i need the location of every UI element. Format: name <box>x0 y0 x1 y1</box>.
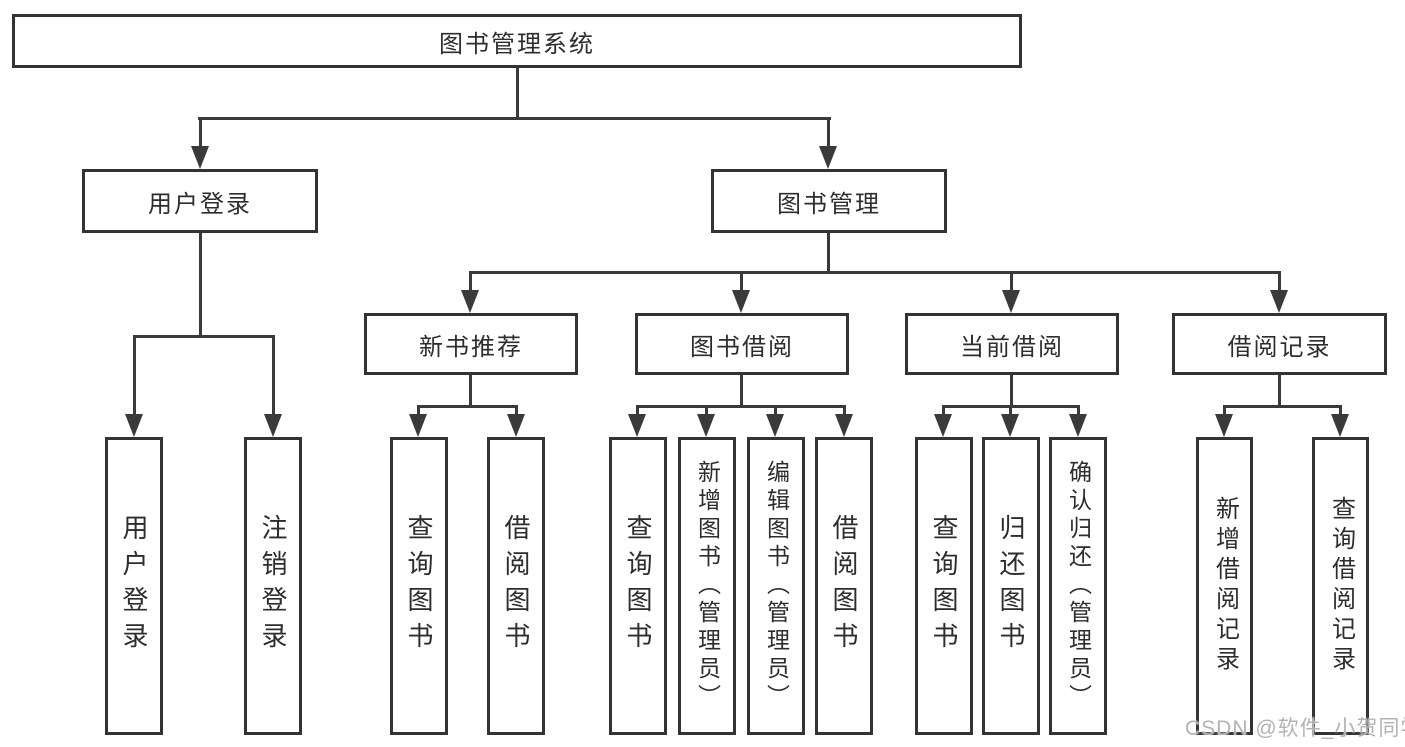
node-book-management: 图书管理 <box>711 169 947 233</box>
node-current-borrow: 当前借阅 <box>905 313 1119 375</box>
connector-line <box>1009 405 1012 418</box>
arrow-down-icon <box>1001 414 1019 437</box>
node-book-borrow: 图书借阅 <box>635 313 849 375</box>
arrow-down-icon <box>835 414 853 437</box>
arrow-down-icon <box>628 414 646 437</box>
arrow-down-icon <box>264 414 282 437</box>
leaf-edit-book-admin: 编辑图书（管理员） <box>747 437 805 735</box>
connector-line <box>1223 405 1226 418</box>
connector-line <box>1010 375 1013 407</box>
connector-line <box>827 233 830 273</box>
arrow-down-icon <box>1331 414 1349 437</box>
arrow-down-icon <box>1215 414 1233 437</box>
connector-line <box>199 117 202 148</box>
arrow-down-icon <box>125 414 143 437</box>
arrow-down-icon <box>461 290 479 313</box>
connector-line <box>133 335 275 338</box>
leaf-user-login: 用户登录 <box>105 437 163 735</box>
arrow-down-icon <box>1069 414 1087 437</box>
arrow-down-icon <box>697 414 715 437</box>
node-root: 图书管理系统 <box>12 14 1022 68</box>
connector-line <box>1278 375 1281 407</box>
leaf-query-books-3: 查询图书 <box>915 437 973 735</box>
leaf-query-books-2: 查询图书 <box>609 437 667 735</box>
connector-line <box>1010 271 1013 292</box>
arrow-down-icon <box>819 146 837 169</box>
arrow-down-icon <box>1002 290 1020 313</box>
leaf-add-borrow-record: 新增借阅记录 <box>1196 437 1253 735</box>
connector-line <box>469 375 472 407</box>
connector-line <box>774 405 777 418</box>
connector-line <box>272 335 275 416</box>
leaf-borrow-books-2: 借阅图书 <box>815 437 873 735</box>
connector-line <box>636 405 846 408</box>
arrow-down-icon <box>766 414 784 437</box>
node-user-login: 用户登录 <box>82 169 318 233</box>
arrow-down-icon <box>191 146 209 169</box>
connector-line <box>1077 405 1080 418</box>
connector-line <box>843 405 846 418</box>
connector-line <box>417 405 420 418</box>
connector-line <box>1223 405 1342 408</box>
node-new-book-recommend: 新书推荐 <box>364 313 578 375</box>
watermark: CSDN @软件_小贺同学 <box>1185 717 1405 740</box>
connector-line <box>515 405 518 418</box>
leaf-confirm-return-admin: 确认归还（管理员） <box>1049 437 1107 735</box>
connector-line <box>740 271 743 292</box>
connector-line <box>740 375 743 407</box>
connector-line <box>636 405 639 418</box>
connector-line <box>1278 271 1281 292</box>
connector-line <box>133 335 136 416</box>
connector-line <box>417 405 518 408</box>
connector-line <box>705 405 708 418</box>
connector-line <box>469 271 1281 274</box>
arrow-down-icon <box>507 414 525 437</box>
connector-line <box>199 233 202 337</box>
leaf-logout: 注销登录 <box>244 437 302 735</box>
leaf-query-books-1: 查询图书 <box>390 437 448 735</box>
leaf-return-book: 归还图书 <box>982 437 1040 735</box>
connector-line <box>827 117 830 148</box>
connector-line <box>469 271 472 292</box>
connector-line <box>516 68 519 118</box>
leaf-borrow-books-1: 借阅图书 <box>487 437 545 735</box>
connector-line <box>942 405 945 418</box>
arrow-down-icon <box>1270 290 1288 313</box>
node-borrow-records: 借阅记录 <box>1172 313 1387 375</box>
arrow-down-icon <box>409 414 427 437</box>
connector-line <box>198 117 831 120</box>
arrow-down-icon <box>934 414 952 437</box>
leaf-query-borrow-record: 查询借阅记录 <box>1312 437 1369 735</box>
leaf-add-book-admin: 新增图书（管理员） <box>678 437 736 735</box>
arrow-down-icon <box>732 290 750 313</box>
connector-line <box>1339 405 1342 418</box>
